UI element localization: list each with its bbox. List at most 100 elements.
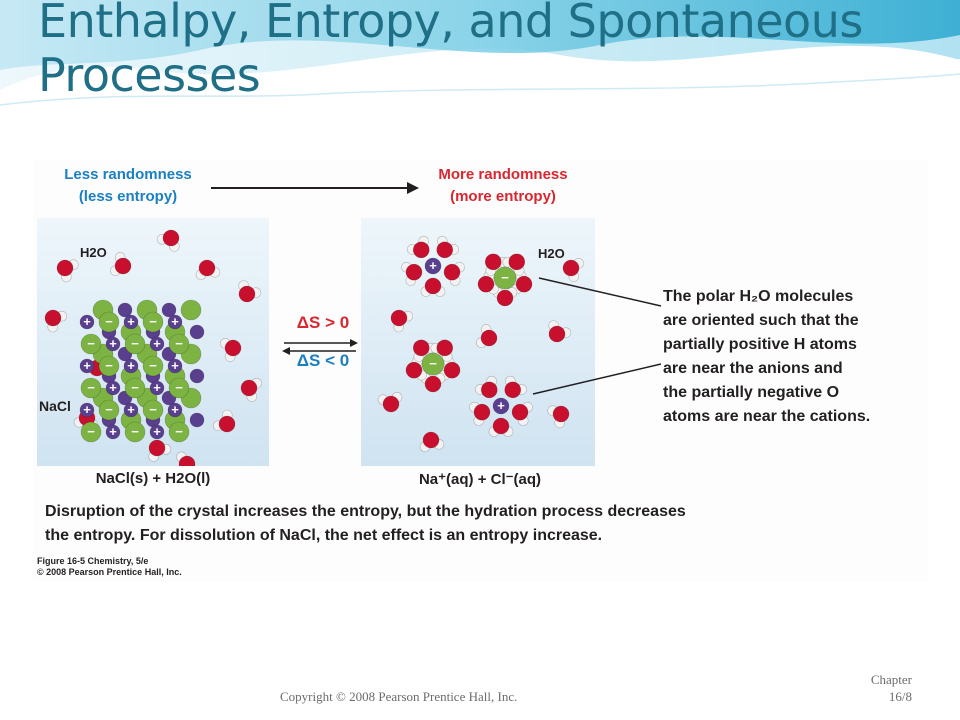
sodium-ion [167,358,183,374]
oxygen-atom [436,339,454,357]
figure: Less randomness (less entropy) More rand… [33,160,928,582]
negative-charge: − [105,358,113,373]
sodium-ion [79,314,95,330]
solution-illustration: + − − + [377,235,584,453]
chloride-ion [124,377,146,399]
sodium-ion [167,402,183,418]
negative-charge: − [87,380,95,395]
chloride-ion [142,311,164,333]
sodium-ion [123,358,139,374]
figure-credit: Figure 16-5 Chemistry, 5/e © 2008 Pearso… [37,556,182,578]
oxygen-atom [148,439,166,457]
negative-charge: − [501,270,509,285]
annotation-line-1: The polar H₂O molecules [663,288,854,305]
oxygen-atom [477,275,495,293]
negative-charge: − [131,336,139,351]
reactants-equation: NaCl(s) + H2O(l) [95,470,211,487]
positive-charge: + [429,258,437,273]
chloride-ion [421,352,445,376]
sodium-ion [105,336,121,352]
negative-charge: − [429,356,437,371]
footer-copyright: Copyright © 2008 Pearson Prentice Hall, … [280,689,518,704]
sodium-ion [161,302,177,318]
oxygen-atom [382,395,400,413]
positive-charge: + [83,314,91,329]
chloride-ion [80,333,102,355]
chloride-ion [98,399,120,421]
sodium-ion [123,402,139,418]
figure-caption: Disruption of the crystal increases the … [45,500,925,548]
positive-charge: + [171,314,179,329]
chloride-ion [493,266,517,290]
sodium-ion [189,412,205,428]
oxygen-atom [412,241,430,259]
more-randomness-label: More randomness (more entropy) [413,164,593,208]
positive-charge: + [171,402,179,417]
delta-s-negative: ΔS < 0 [296,351,350,370]
oxygen-atom [224,339,242,357]
sodium-ion [105,380,121,396]
sodium-ion [149,336,165,352]
sodium-ion [167,314,183,330]
right-h2o-label: H2O [538,246,565,261]
footer-chapter-line2: 16/8 [888,689,912,704]
negative-charge: − [149,402,157,417]
nacl-label: NaCl [39,398,71,414]
positive-charge: + [109,424,117,439]
less-randomness-line2: (less entropy) [78,188,178,205]
oxygen-atom [496,289,514,307]
positive-charge: + [153,336,161,351]
oxygen-atom [480,329,498,347]
oxygen-atom [436,241,454,259]
polar-water-annotation: The polar H₂O molecules are oriented suc… [663,285,928,429]
positive-charge: + [497,398,505,413]
slide-title: Enthalpy, Entropy, and Spontaneous Proce… [38,0,863,102]
positive-charge: + [83,402,91,417]
footer-chapter: Chapter 16/8 [852,671,912,705]
annotation-line-5: the partially negative O [663,384,840,401]
oxygen-atom [562,259,580,277]
oxygen-atom [162,229,180,247]
positive-charge: + [153,424,161,439]
chloride-ion [168,377,190,399]
less-randomness-line1: Less randomness [64,166,192,183]
oxygen-atom [511,403,529,421]
annotation-pointer-lines [532,277,662,395]
sodium-ion [189,324,205,340]
positive-charge: + [109,380,117,395]
caption-line-1: Disruption of the crystal increases the … [45,503,686,520]
chloride-ion [98,311,120,333]
chloride-ion [168,421,190,443]
oxygen-atom [198,259,216,277]
credit-line-2: © 2008 Pearson Prentice Hall, Inc. [37,567,182,577]
credit-line-1: Figure 16-5 Chemistry, 5/e [37,556,149,566]
chloride-ion [180,299,202,321]
negative-charge: − [131,424,139,439]
sodium-ion [117,302,133,318]
positive-charge: + [109,336,117,351]
positive-charge: + [127,402,135,417]
sodium-ion [424,257,442,275]
negative-charge: − [175,424,183,439]
sodium-ion [105,424,121,440]
positive-charge: + [153,380,161,395]
annotation-line-3: partially positive H atoms [663,336,857,353]
oxygen-atom [238,285,256,303]
negative-charge: − [175,380,183,395]
sodium-ion [492,397,510,415]
footer-chapter-line1: Chapter [870,672,912,687]
positive-charge: + [127,358,135,373]
negative-charge: − [105,314,113,329]
oxygen-atom [484,253,502,271]
chloride-ion [142,399,164,421]
annotation-line-2: are oriented such that the [663,312,859,329]
delta-s-positive: ΔS > 0 [296,313,350,332]
chloride-ion [168,333,190,355]
positive-charge: + [127,314,135,329]
products-equation: Na⁺(aq) + Cl⁻(aq) [418,471,542,488]
oxygen-atom [240,379,258,397]
oxygen-atom [443,361,461,379]
oxygen-atom [515,275,533,293]
oxygen-atom [405,361,423,379]
crystal-panel: +−+−+−+−+−+−+−+−+−+−+−+−+−+−+− [37,218,269,477]
